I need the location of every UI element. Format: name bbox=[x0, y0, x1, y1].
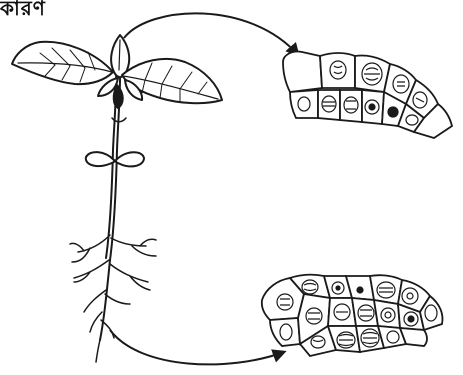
root-system bbox=[70, 235, 156, 362]
arrow-to-shoot-tip bbox=[124, 13, 298, 55]
plant-illustration bbox=[12, 35, 222, 362]
cotyledon-right bbox=[116, 152, 144, 166]
arrow-to-root-tip bbox=[110, 330, 284, 364]
cotyledon-left bbox=[86, 152, 114, 166]
